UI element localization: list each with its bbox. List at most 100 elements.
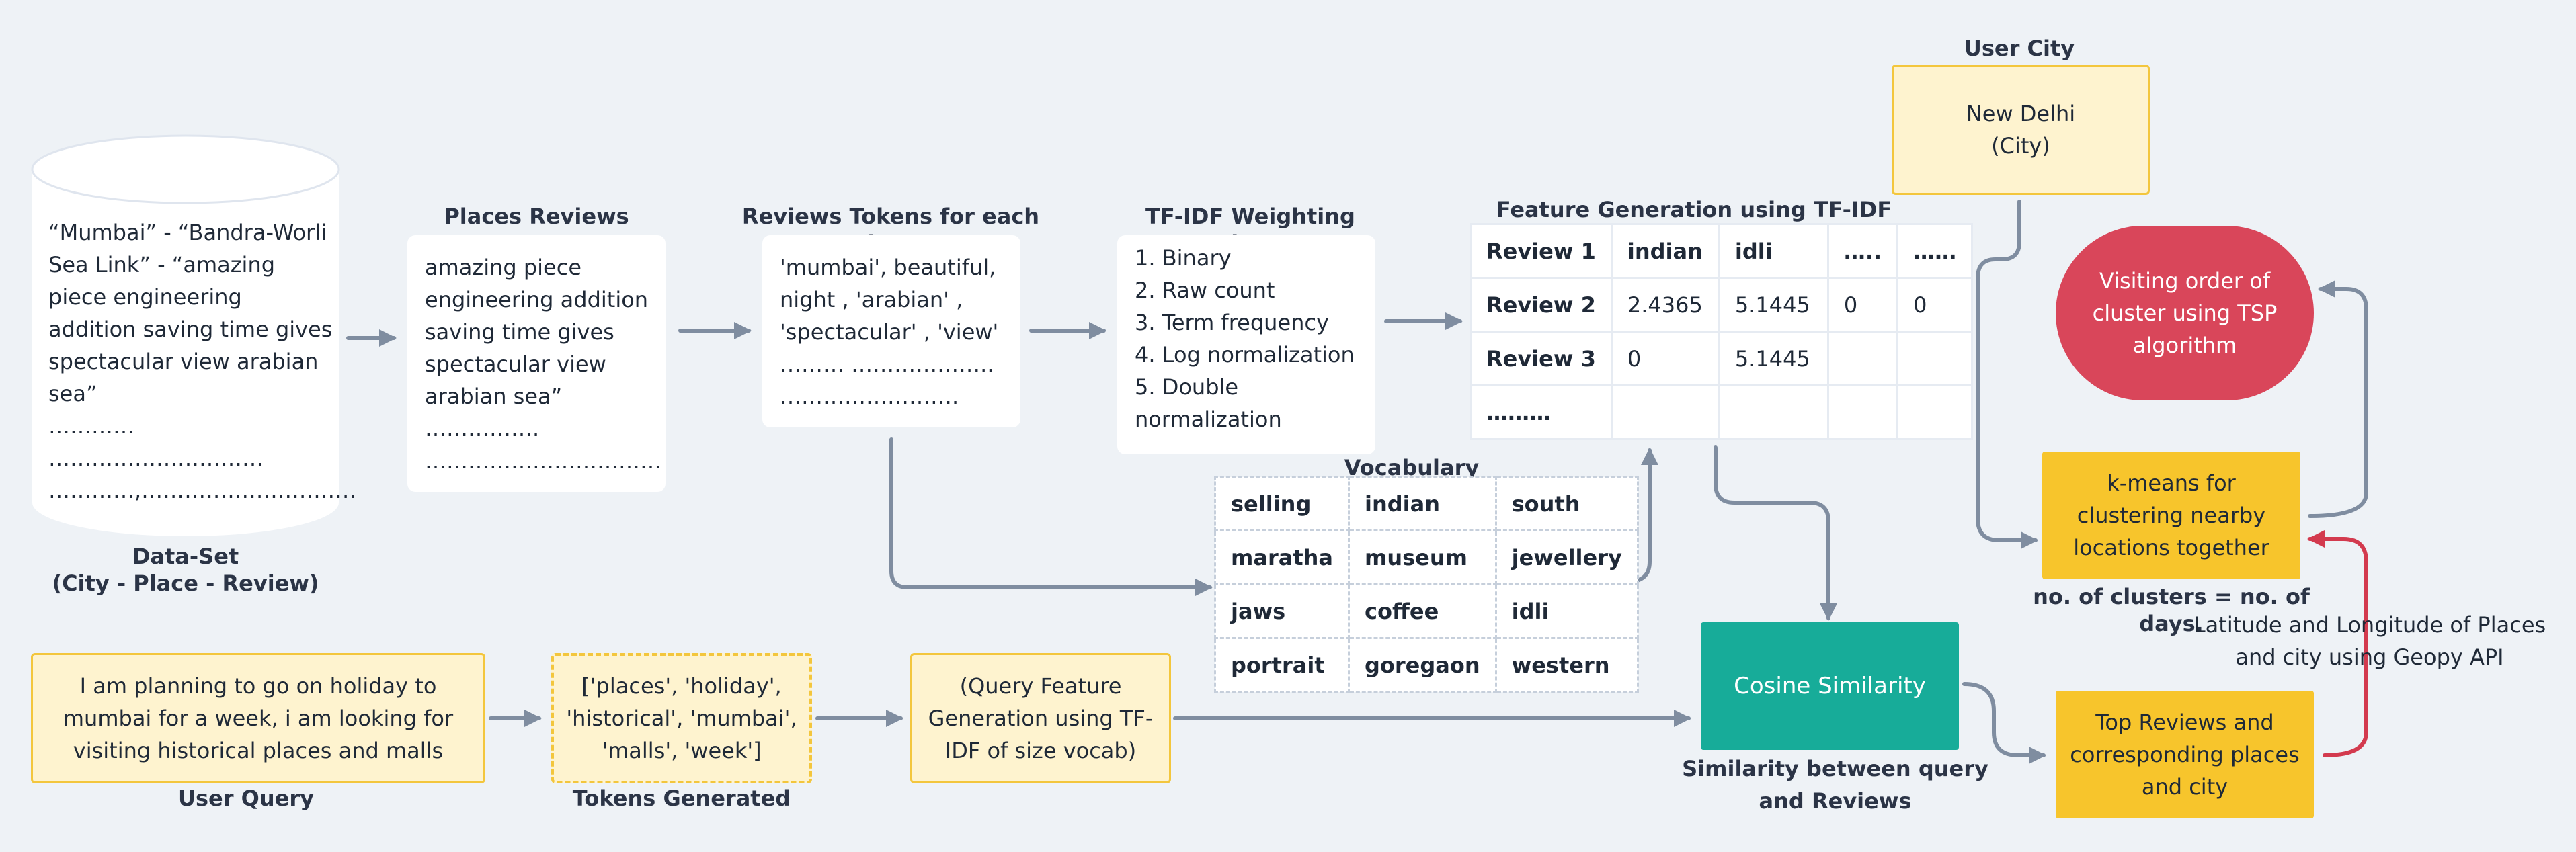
dataset-line: piece engineering bbox=[48, 284, 242, 310]
table-cell: Review 3 bbox=[1470, 331, 1613, 386]
cosine-caption-line1: Similarity between query bbox=[1682, 756, 1988, 781]
table-row: Review 1 indian idli ….. …… bbox=[1470, 223, 1974, 279]
tokens-generated-line3: 'malls', 'week'] bbox=[602, 738, 762, 763]
table-cell: 0 bbox=[1896, 277, 1974, 333]
table-cell bbox=[1718, 384, 1829, 440]
kmeans-box: k-means for clustering nearby locations … bbox=[2042, 452, 2300, 579]
arrow-cosine-to-topreviews bbox=[1962, 682, 2046, 764]
tokens-generated-box: ['places', 'holiday', 'historical', 'mum… bbox=[551, 653, 812, 783]
table-cell bbox=[1610, 384, 1720, 440]
table-cell bbox=[1896, 331, 1974, 386]
tfidf-scheme-line: 5. Double bbox=[1135, 374, 1239, 400]
user-query-line3: visiting historical places and malls bbox=[73, 738, 444, 763]
table-row: maratha museum jewellery bbox=[1214, 529, 1639, 585]
dataset-line: …………,………………………… bbox=[48, 478, 357, 503]
dataset-line: ………… bbox=[48, 413, 134, 439]
table-cell: ……… bbox=[1470, 384, 1613, 440]
vocab-cell: indian bbox=[1347, 476, 1497, 531]
places-reviews-title: Places Reviews bbox=[444, 204, 629, 229]
arrow-topreviews-to-kmeans bbox=[2307, 530, 2368, 757]
table-cell: idli bbox=[1718, 223, 1829, 279]
table-row: ……… bbox=[1470, 384, 1974, 440]
table-cell: Review 2 bbox=[1470, 277, 1613, 333]
tfidf-scheme-line: normalization bbox=[1135, 407, 1282, 432]
query-feature-line1: (Query Feature bbox=[959, 673, 1122, 699]
dataset-cylinder: “Mumbai” - “Bandra-Worli Sea Link” - “am… bbox=[31, 134, 357, 538]
dataset-line: sea” bbox=[48, 381, 97, 407]
places-reviews-line: …………………………… bbox=[425, 448, 661, 474]
kmeans-caption: no. of clusters = no. of days. bbox=[2033, 584, 2310, 636]
top-reviews-line1: Top Reviews and bbox=[2095, 710, 2274, 735]
table-cell: 0 bbox=[1610, 331, 1720, 386]
vocabulary-table: selling indian south maratha museum jewe… bbox=[1214, 476, 1639, 693]
dataset-line: spectacular view arabian bbox=[48, 349, 319, 374]
review-tokens-line: ……………………. bbox=[780, 384, 959, 409]
vocab-cell: portrait bbox=[1214, 637, 1350, 693]
cosine-similarity-box: Cosine Similarity bbox=[1701, 622, 1959, 750]
table-cell: …… bbox=[1896, 223, 1974, 279]
arrow-feature-to-cosine bbox=[1714, 445, 1837, 621]
geopy-line2: and city using Geopy API bbox=[2235, 644, 2504, 670]
places-reviews-line: saving time gives bbox=[425, 319, 614, 345]
table-cell bbox=[1826, 384, 1899, 440]
vocab-cell: jaws bbox=[1214, 583, 1350, 639]
user-city-line1: New Delhi bbox=[1966, 101, 2076, 126]
top-reviews-line2: corresponding places bbox=[2070, 742, 2300, 767]
review-tokens-line: 'mumbai', beautiful, bbox=[780, 255, 996, 280]
tsp-line1: Visiting order of bbox=[2099, 268, 2271, 294]
table-cell: ….. bbox=[1826, 223, 1899, 279]
table-cell: 5.1445 bbox=[1718, 331, 1829, 386]
tfidf-scheme-box: 1. Binary 2. Raw count 3. Term frequency… bbox=[1117, 235, 1375, 454]
dataset-line: “Mumbai” - “Bandra-Worli bbox=[48, 220, 327, 245]
kmeans-line3: locations together bbox=[2073, 535, 2269, 560]
table-cell: 2.4365 bbox=[1610, 277, 1720, 333]
places-reviews-line: ……………. bbox=[425, 416, 540, 441]
arrow-city-to-kmeans bbox=[1976, 200, 2038, 549]
places-reviews-line: arabian sea” bbox=[425, 384, 563, 409]
vocab-cell: selling bbox=[1214, 476, 1350, 531]
tokens-generated-caption: Tokens Generated bbox=[572, 785, 791, 811]
top-reviews-line3: and city bbox=[2141, 774, 2228, 800]
review-tokens-line: 'spectacular' , 'view' bbox=[780, 319, 999, 345]
vocab-cell: goregaon bbox=[1347, 637, 1497, 693]
vocab-cell: jewellery bbox=[1494, 529, 1639, 585]
tokens-generated-line2: 'historical', 'mumbai', bbox=[566, 706, 797, 731]
review-tokens-line: ……… ……………….. bbox=[780, 351, 994, 377]
user-city-title: User City bbox=[1964, 36, 2075, 61]
query-feature-line2: Generation using TF- bbox=[928, 706, 1154, 731]
query-feature-line3: IDF of size vocab) bbox=[944, 738, 1137, 763]
feature-generation-title: Feature Generation using TF-IDF bbox=[1496, 197, 1892, 222]
vocab-cell: museum bbox=[1347, 529, 1497, 585]
table-cell: 5.1445 bbox=[1718, 277, 1829, 333]
tsp-line3: algorithm bbox=[2132, 333, 2237, 358]
vocab-cell: maratha bbox=[1214, 529, 1350, 585]
dataset-label-line1: Data-Set bbox=[132, 544, 239, 569]
vocab-cell: idli bbox=[1494, 583, 1639, 639]
table-cell: indian bbox=[1610, 223, 1720, 279]
table-row: jaws coffee idli bbox=[1214, 583, 1639, 639]
places-reviews-line: spectacular view bbox=[425, 351, 606, 377]
user-city-box: New Delhi (City) bbox=[1892, 65, 2150, 195]
user-query-line1: I am planning to go on holiday to bbox=[79, 673, 437, 699]
dataset-line: ………………………… bbox=[48, 445, 264, 471]
feature-generation-table: Review 1 indian idli ….. …… Review 2 2.4… bbox=[1470, 223, 1974, 440]
cylinder-shape bbox=[31, 134, 340, 536]
vocab-cell: western bbox=[1494, 637, 1639, 693]
table-cell: Review 1 bbox=[1470, 223, 1613, 279]
dataset-text: “Mumbai” - “Bandra-Worli Sea Link” - “am… bbox=[48, 216, 357, 507]
top-reviews-box: Top Reviews and corresponding places and… bbox=[2056, 691, 2314, 818]
table-cell bbox=[1826, 331, 1899, 386]
vocab-cell: south bbox=[1494, 476, 1639, 531]
arrow-tokens-to-vocab bbox=[889, 437, 1213, 596]
dataset-line: addition saving time gives bbox=[48, 316, 333, 342]
table-row: selling indian south bbox=[1214, 476, 1639, 531]
tfidf-scheme-line: 2. Raw count bbox=[1135, 278, 1275, 303]
query-feature-box: (Query Feature Generation using TF- IDF … bbox=[910, 653, 1171, 783]
cosine-similarity-label: Cosine Similarity bbox=[1734, 673, 1926, 699]
vocab-cell: coffee bbox=[1347, 583, 1497, 639]
review-tokens-box: 'mumbai', beautiful, night , 'arabian' ,… bbox=[762, 235, 1020, 427]
arrow-kmeans-to-tsp bbox=[2308, 280, 2368, 518]
table-row: Review 2 2.4365 5.1445 0 0 bbox=[1470, 277, 1974, 333]
dataset-label-line2: (City - Place - Review) bbox=[52, 570, 319, 596]
dataset-line: Sea Link” - “amazing bbox=[48, 252, 276, 278]
